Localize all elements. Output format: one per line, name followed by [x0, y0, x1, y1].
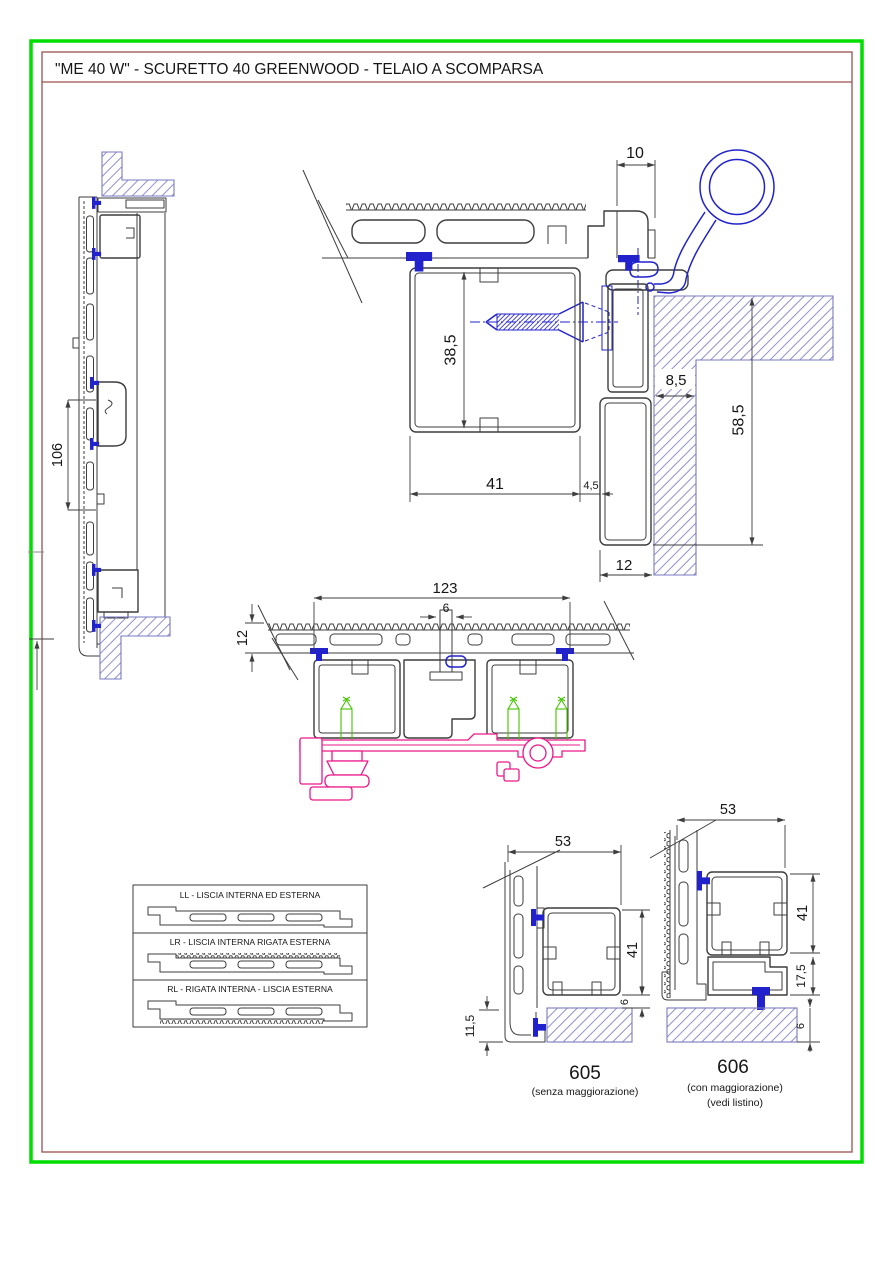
center-clip — [445, 655, 467, 668]
anchor-bolt — [752, 987, 770, 1010]
dim-label-53: 53 — [720, 802, 736, 818]
finish-row-rl: RL - RIGATA INTERNA - LISCIA ESTERNA — [147, 984, 353, 1024]
dim-label-4-5: 4,5 — [583, 480, 598, 492]
dim-label-17-5: 17,5 — [794, 964, 808, 988]
detail-606-caption-2: (vedi listino) — [707, 1097, 763, 1109]
spacer-profile — [707, 956, 788, 996]
dim-label-53: 53 — [555, 834, 571, 850]
main-horizontal-detail-view: 10 — [302, 145, 834, 582]
drawing-title: "ME 40 W" - SCURETTO 40 GREENWOOD - TELA… — [55, 61, 544, 78]
break-line — [271, 637, 299, 681]
slat-joint-step — [97, 493, 105, 505]
slat-ribbed-edge — [346, 203, 586, 210]
wall-bracket-hatch — [101, 151, 175, 197]
hinge-bracket — [605, 269, 689, 291]
middle-box-profile — [97, 381, 127, 447]
joint-stem — [439, 609, 453, 672]
dim-label-38-5: 38,5 — [443, 334, 460, 365]
dim-label-8-5: 8,5 — [666, 372, 687, 389]
dim-label-6: 6 — [619, 999, 631, 1005]
dim-label-106: 106 — [50, 443, 66, 467]
dim-label-41: 41 — [625, 942, 641, 958]
top-box-profile — [99, 214, 141, 259]
dim-label-6: 6 — [795, 1023, 807, 1029]
dim-label-123: 123 — [432, 580, 457, 597]
detail-606-view: 53 41 17,5 6 606 (con maggiorazione) (ve… — [649, 802, 820, 1109]
finish-row-lr: LR - LISCIA INTERNA RIGATA ESTERNA — [147, 937, 353, 975]
main-box-profile — [409, 267, 581, 433]
finish-row-label: LR - LISCIA INTERNA RIGATA ESTERNA — [170, 937, 331, 947]
dim-label-41: 41 — [486, 476, 504, 493]
fixing-screw — [470, 301, 618, 343]
box-profile — [542, 907, 621, 996]
finish-row-label: LL - LISCIA INTERNA ED ESTERNA — [180, 890, 321, 900]
detail-606-code: 606 — [717, 1057, 749, 1078]
detail-605-code: 605 — [569, 1063, 601, 1084]
page-frame: "ME 40 W" - SCURETTO 40 GREENWOOD - TELA… — [28, 39, 864, 1164]
hinge-blue-parts — [601, 248, 659, 351]
fastener-clip — [310, 648, 328, 661]
slat-slots — [86, 215, 94, 633]
fastener-clip — [556, 648, 574, 661]
box-profile-center — [403, 659, 476, 739]
detail-606-caption-1: (con maggiorazione) — [687, 1082, 783, 1094]
break-line — [482, 849, 561, 889]
jamb-lower-tube — [599, 397, 652, 546]
clip-section-mark — [104, 399, 113, 415]
slat-joint-step — [72, 337, 79, 349]
dim-label-6: 6 — [443, 601, 450, 615]
finish-row-ll: LL - LISCIA INTERNA ED ESTERNA — [147, 890, 353, 928]
slat-ribbed-edge — [664, 832, 670, 998]
box-profile — [706, 871, 788, 956]
break-line — [302, 169, 363, 304]
dim-label-58-5: 58,5 — [731, 404, 748, 435]
floor-hatch — [546, 1007, 633, 1043]
dim-label-11-5: 11,5 — [463, 1014, 477, 1037]
slat-slots — [275, 633, 611, 646]
slat-end-block — [587, 210, 649, 258]
slat-ribbed-edge — [268, 623, 630, 630]
floor-hatch — [666, 1007, 798, 1043]
break-line — [649, 819, 717, 859]
wall-hatch — [653, 295, 834, 576]
dim-label-12: 12 — [235, 630, 251, 646]
box-profile-left — [313, 659, 401, 739]
finish-row-label: RL - RIGATA INTERNA - LISCIA ESTERNA — [167, 984, 333, 994]
central-assembly-section: 123 6 12 — [235, 580, 635, 801]
finishes-table: LL - LISCIA INTERNA ED ESTERNA LR - LISC… — [132, 884, 368, 1028]
spiral-gasket — [645, 149, 775, 294]
vertical-section-view: 106 — [29, 151, 175, 690]
detail-605-caption: (senza maggiorazione) — [532, 1086, 639, 1098]
dim-label-12: 12 — [616, 557, 633, 574]
dim-label-10: 10 — [626, 145, 644, 162]
break-line — [317, 199, 349, 259]
box-profile-right — [486, 659, 574, 739]
detail-605-view: 53 41 6 11,5 605 (senza maggiorazione) — [463, 834, 650, 1098]
floor-hatch — [99, 616, 171, 680]
jamb-upper-tube — [607, 283, 649, 393]
carriage-assembly — [299, 733, 586, 801]
fastener-clip — [533, 1018, 546, 1037]
bottom-box-profile — [97, 569, 139, 613]
dim-label-41: 41 — [795, 905, 811, 921]
fastener-clips — [90, 197, 102, 632]
